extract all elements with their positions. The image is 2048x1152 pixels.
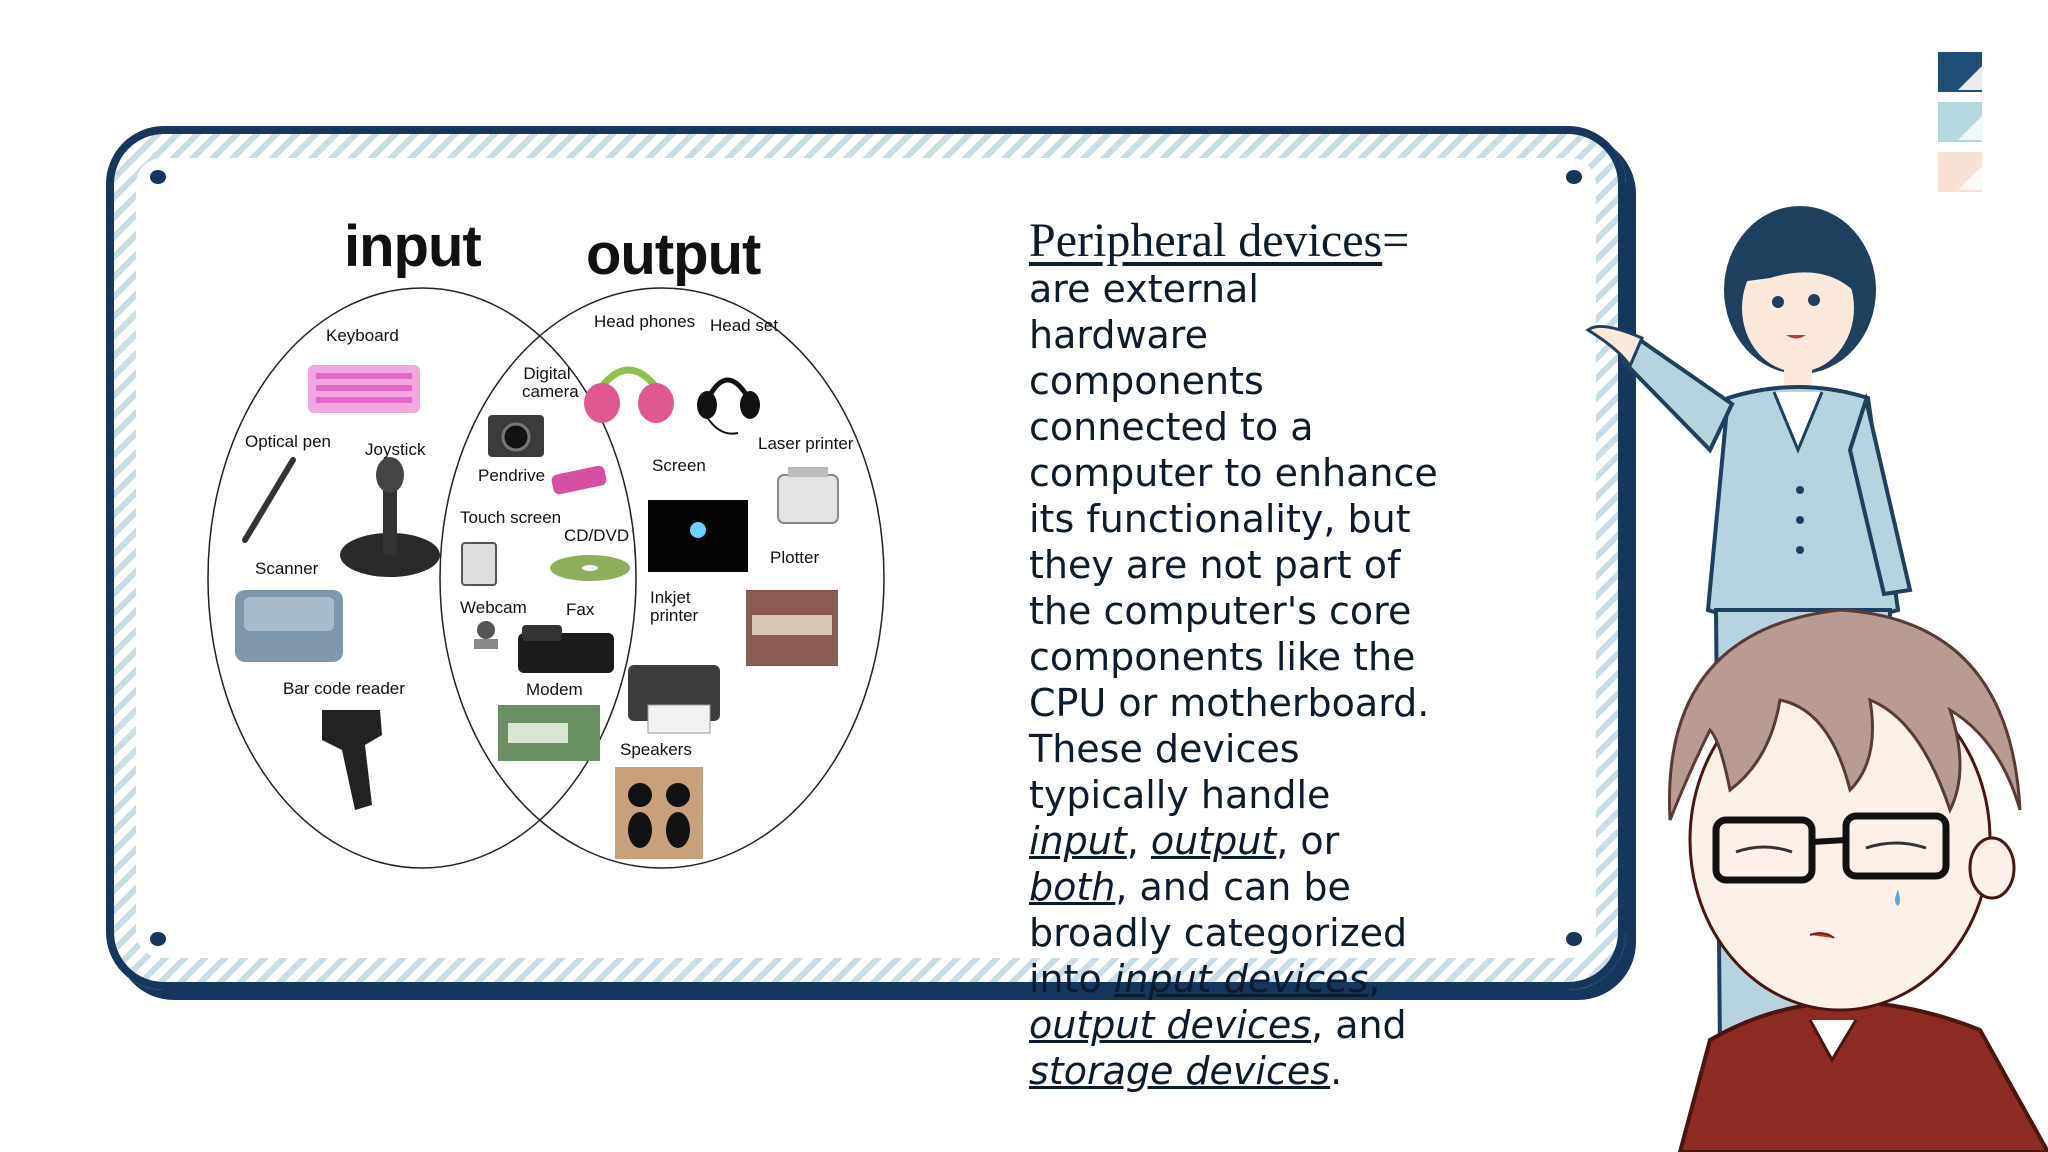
label-inkjet-printer: Inkjet printer (650, 588, 699, 625)
label-digital-camera: Digital camera (522, 364, 579, 401)
keyword-storage-devices: storage devices (1029, 1049, 1331, 1093)
definition-end: . (1330, 1049, 1343, 1093)
modem-icon (498, 705, 600, 761)
fax-icon (518, 625, 614, 673)
scanner-icon (235, 590, 343, 662)
keyword-output-devices: output devices (1029, 1003, 1312, 1047)
label-pendrive: Pendrive (478, 466, 546, 485)
venn-title-input: input (344, 214, 482, 279)
joystick-icon (340, 457, 440, 577)
pendrive-icon (551, 465, 607, 495)
label-speakers: Speakers (620, 740, 692, 759)
keyboard-icon (308, 365, 420, 413)
chalkboard-frame (106, 126, 1626, 990)
optical-pen-icon (242, 457, 296, 543)
keyword-input: input (1029, 819, 1127, 863)
sep-1: , (1126, 819, 1151, 863)
definition-body-2: , and can be broadly categorized into (1029, 865, 1408, 1001)
nav-corner-icon (1958, 116, 1982, 140)
label-modem: Modem (526, 680, 583, 699)
headphones-icon (584, 366, 674, 423)
nav-square-2[interactable] (1938, 102, 1982, 142)
rivet-bottom-left (150, 932, 166, 946)
nav-square-1[interactable] (1938, 52, 1982, 92)
label-webcam: Webcam (460, 598, 527, 617)
digital-camera-icon (488, 415, 544, 457)
definition-equals: = (1382, 214, 1410, 267)
label-optical-pen: Optical pen (245, 432, 331, 451)
nav-corner-icon (1958, 66, 1982, 90)
peripheral-definition-text: Peripheral devices=are external hardware… (1029, 217, 1449, 1094)
headset-icon (697, 377, 760, 435)
plotter-icon (746, 590, 838, 666)
laser-printer-icon (777, 467, 839, 524)
label-cd-dvd: CD/DVD (564, 526, 630, 545)
rivet-bottom-right (1566, 932, 1582, 946)
screen-icon (648, 500, 748, 572)
nav-corner-icon (1958, 166, 1982, 190)
barcode-reader-icon (322, 710, 382, 810)
student-illustration (1667, 608, 2048, 1152)
label-head-phones: Head phones (594, 312, 696, 331)
label-barcode-reader: Bar code reader (283, 679, 405, 698)
keyword-output: output (1150, 819, 1277, 863)
label-keyboard: Keyboard (326, 326, 399, 345)
definition-heading: Peripheral devices (1029, 214, 1383, 267)
peripheral-venn-diagram: input output Keyboard Optical pen Joysti… (200, 205, 900, 875)
rivet-top-left (150, 170, 166, 184)
keyword-both: both (1029, 865, 1116, 909)
definition-body-1: are external hardware components connect… (1029, 267, 1438, 817)
rivet-top-right (1566, 170, 1582, 184)
label-joystick: Joystick (365, 440, 426, 459)
sep-3: , (1368, 957, 1381, 1001)
label-plotter: Plotter (770, 548, 820, 567)
speakers-icon (615, 767, 703, 859)
label-head-set: Head set (710, 316, 779, 335)
sep-4: , and (1311, 1003, 1407, 1047)
keyword-input-devices: input devices (1113, 957, 1369, 1001)
label-touch-screen: Touch screen (460, 508, 562, 527)
label-screen: Screen (652, 456, 706, 475)
label-fax: Fax (566, 600, 595, 619)
label-scanner: Scanner (255, 559, 319, 578)
label-laser-printer: Laser printer (758, 434, 854, 453)
cd-dvd-icon (550, 555, 630, 581)
webcam-icon (474, 621, 498, 649)
venn-title-output: output (586, 222, 761, 287)
sep-2: , or (1276, 819, 1340, 863)
inkjet-printer-icon (628, 665, 720, 734)
touch-screen-icon (461, 542, 497, 586)
venn-circles (207, 287, 885, 869)
nav-square-3[interactable] (1938, 152, 1982, 192)
